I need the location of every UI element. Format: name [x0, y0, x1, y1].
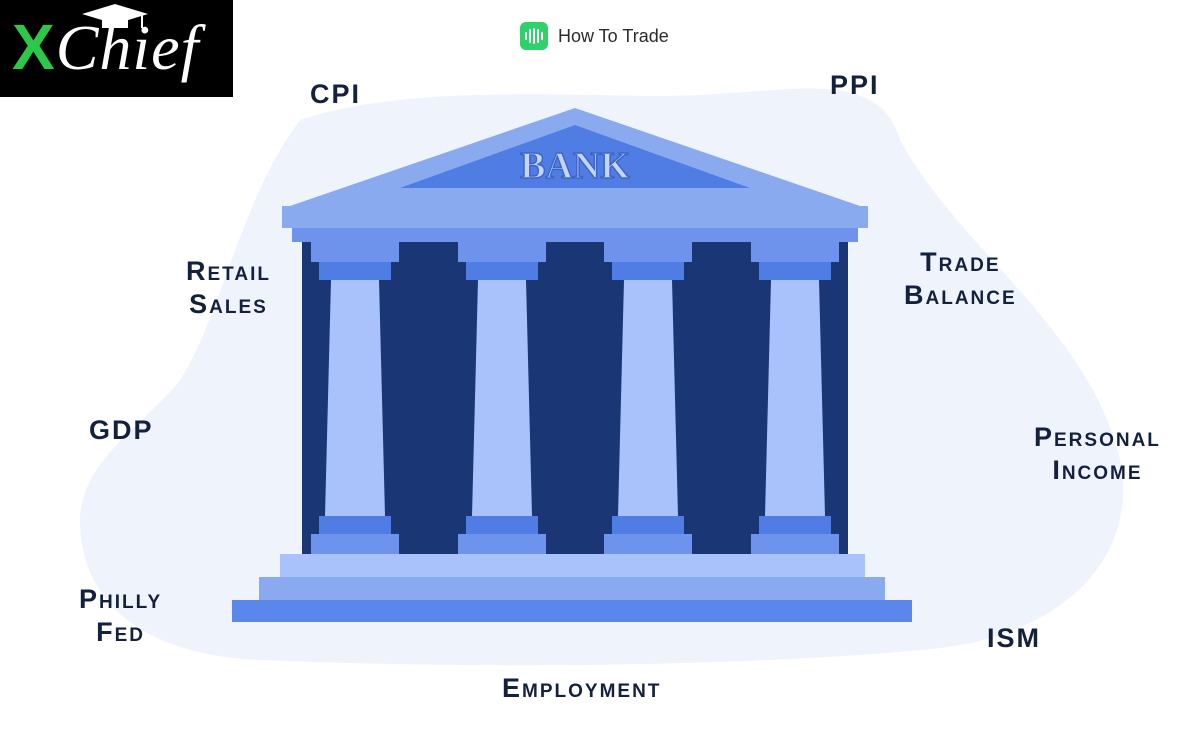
roof-inner	[400, 125, 750, 188]
label-cpi: CPI	[310, 79, 362, 109]
logo-wordmark: XChief	[12, 11, 200, 83]
entablature-bottom	[292, 228, 858, 242]
column-3	[604, 242, 692, 554]
step-top	[280, 554, 865, 577]
bank-label: BANK	[520, 145, 630, 187]
bars-icon	[520, 22, 548, 50]
entablature-top	[282, 206, 868, 228]
brand-header: How To Trade	[520, 22, 669, 50]
label-ism: ISM	[987, 623, 1042, 653]
column-2	[458, 242, 546, 554]
column-1	[311, 242, 399, 554]
label-gdp: GDP	[89, 415, 154, 445]
column-4	[751, 242, 839, 554]
label-ppi: PPI	[830, 70, 880, 100]
graduation-cap-icon	[82, 4, 148, 28]
xchief-logo: XChief	[0, 0, 233, 97]
label-employment: Employment	[502, 673, 662, 703]
brand-name: How To Trade	[558, 25, 669, 46]
step-middle	[259, 577, 885, 600]
bank-interior	[302, 242, 848, 554]
step-bottom	[232, 600, 912, 622]
